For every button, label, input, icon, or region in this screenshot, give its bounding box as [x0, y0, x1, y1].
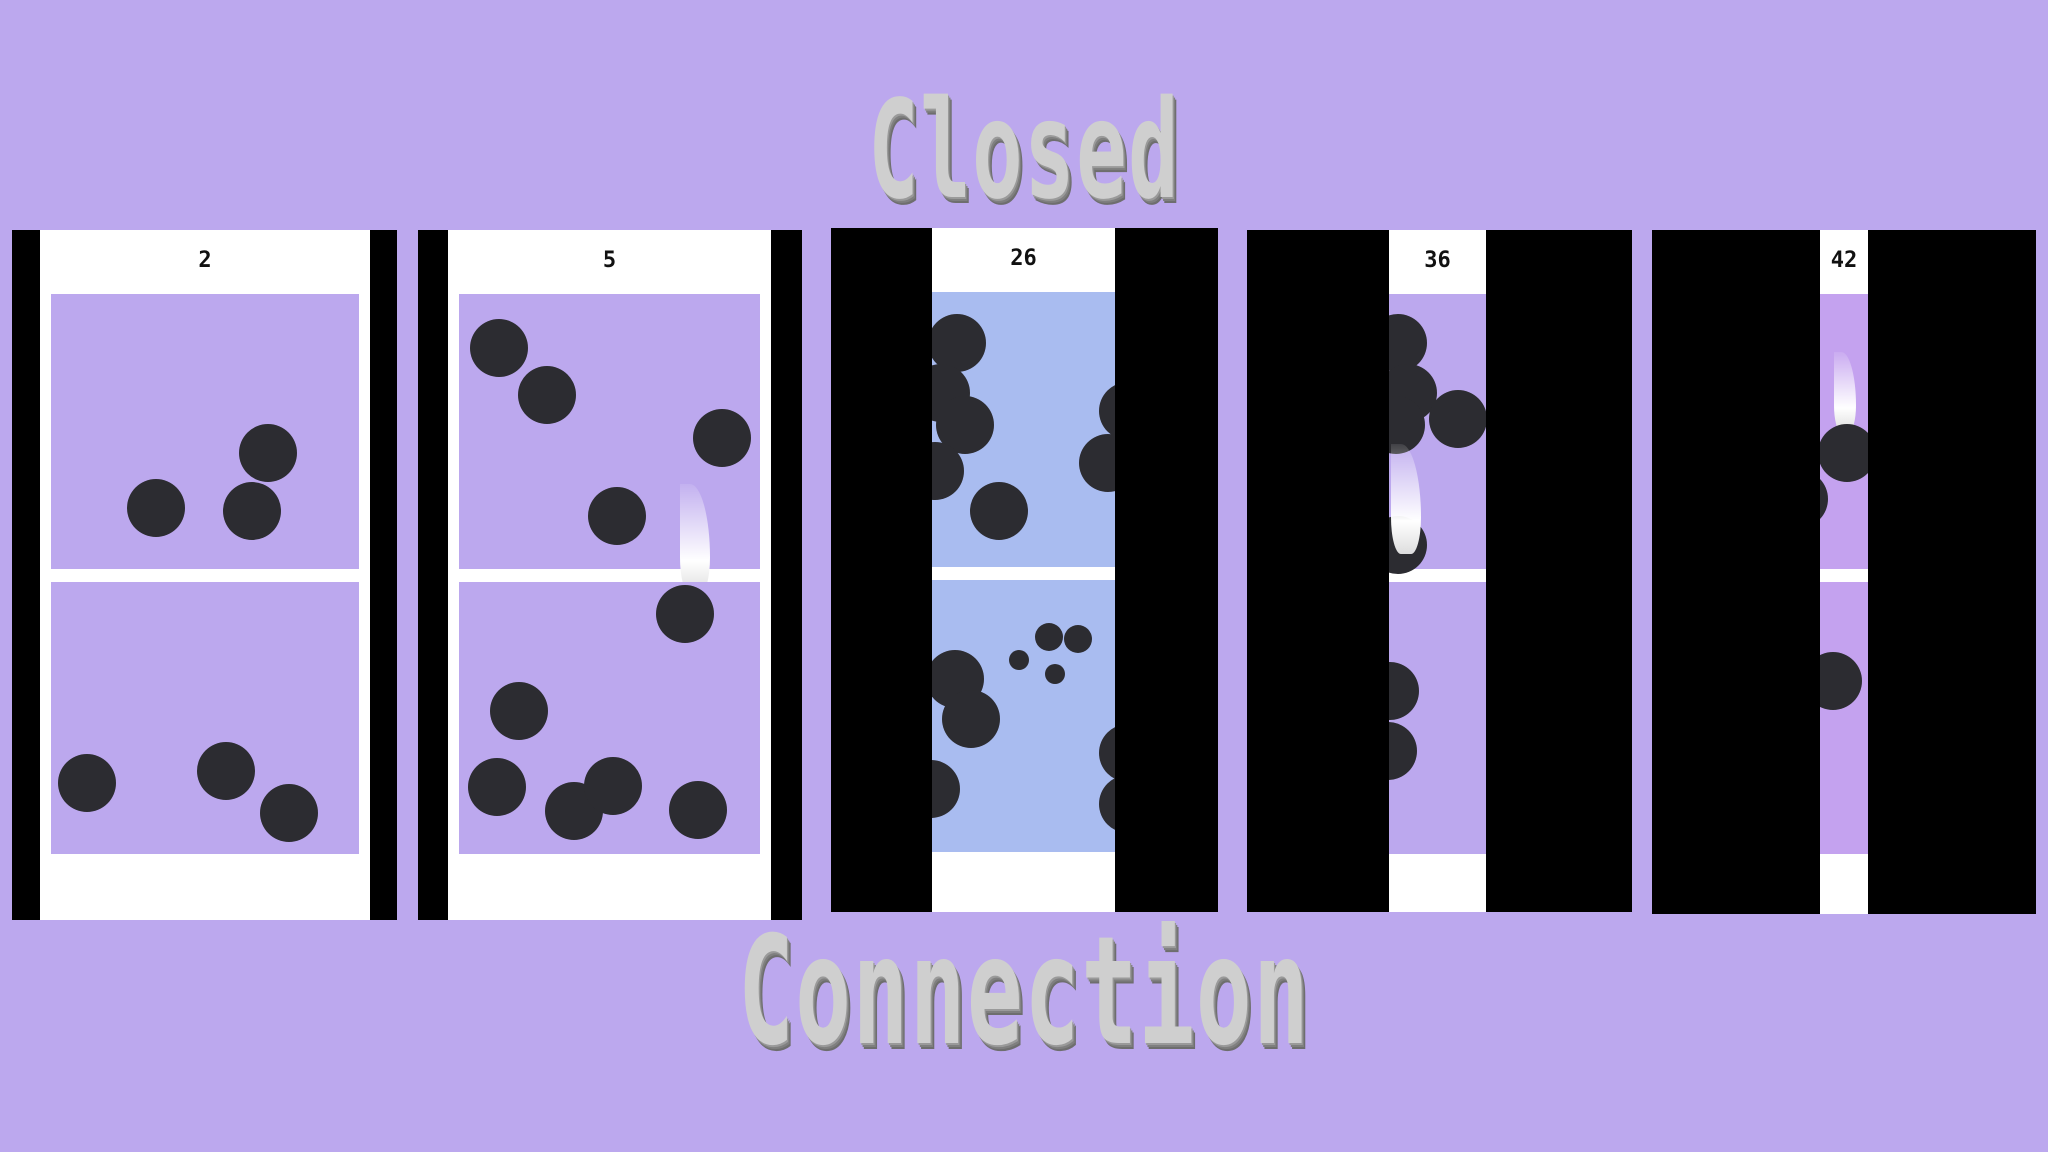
ball — [588, 487, 646, 545]
screenshot-panel-4: 36 — [1247, 230, 1632, 912]
ball — [656, 585, 714, 643]
screenshot-panel-3: 26 — [831, 228, 1218, 912]
play-field-top — [51, 294, 359, 569]
ball-trail — [680, 484, 710, 594]
game-screen-4: 36 — [1389, 230, 1486, 912]
ball — [1009, 650, 1029, 670]
ball — [223, 482, 281, 540]
ball — [490, 682, 548, 740]
screenshot-panel-1: 2 — [12, 230, 397, 920]
ball — [470, 319, 528, 377]
ball — [1035, 623, 1063, 651]
ball — [239, 424, 297, 482]
ball — [1099, 382, 1115, 440]
play-field-bottom — [1389, 582, 1486, 854]
ball — [970, 482, 1028, 540]
game-title-line-1: Closed — [867, 72, 1181, 230]
play-field-top — [459, 294, 760, 594]
score-counter: 42 — [1830, 248, 1858, 273]
ball — [584, 757, 642, 815]
ball — [1099, 775, 1115, 833]
game-screen-1: 2 — [40, 230, 370, 920]
game-screen-5: 42 — [1820, 230, 1868, 914]
ball — [932, 314, 986, 372]
ball — [127, 479, 185, 537]
play-field-top — [1820, 294, 1868, 569]
play-field-top — [1389, 294, 1486, 574]
score-counter: 36 — [1424, 248, 1451, 273]
ball-trail — [1391, 444, 1421, 554]
ball — [1389, 662, 1419, 720]
ball — [1820, 470, 1828, 528]
game-screen-3: 26 — [932, 228, 1115, 912]
play-field-bottom — [459, 582, 760, 854]
ball — [197, 742, 255, 800]
ball — [58, 754, 116, 812]
play-field-top — [932, 292, 1115, 567]
ball — [260, 784, 318, 842]
score-counter: 5 — [602, 248, 617, 273]
score-counter: 26 — [1010, 246, 1037, 271]
ball — [1045, 664, 1065, 684]
ball — [1099, 724, 1115, 782]
ball — [1389, 722, 1417, 780]
ball — [1820, 652, 1862, 710]
ball — [1064, 625, 1092, 653]
ball — [1820, 424, 1868, 482]
ball — [468, 758, 526, 816]
screenshot-panel-2: 5 — [418, 230, 802, 920]
ball — [669, 781, 727, 839]
game-screen-2: 5 — [448, 230, 771, 920]
ball — [942, 690, 1000, 748]
game-title-line-2: Connection — [737, 905, 1311, 1079]
ball-trail — [1834, 352, 1856, 432]
ball — [1429, 390, 1486, 448]
play-field-bottom — [1820, 582, 1868, 854]
ball — [693, 409, 751, 467]
ball — [932, 760, 960, 818]
screenshot-panel-5: 42 — [1652, 230, 2036, 914]
ball — [1079, 434, 1115, 492]
ball — [518, 366, 576, 424]
play-field-bottom — [932, 580, 1115, 852]
score-counter: 2 — [198, 248, 212, 273]
play-field-bottom — [51, 582, 359, 854]
